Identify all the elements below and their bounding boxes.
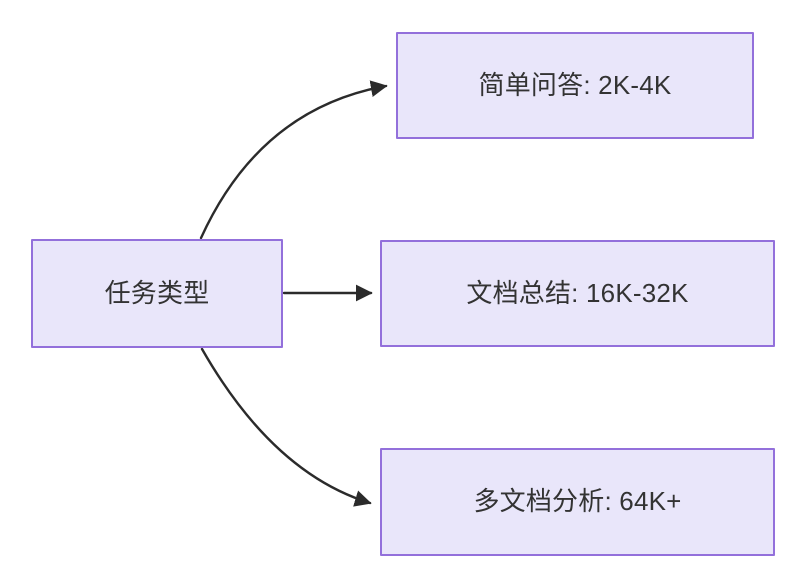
node-doc-summary-label: 文档总结: 16K-32K (466, 277, 689, 308)
edge-to-simple-qa (199, 80, 388, 240)
node-task-type[interactable]: 任务类型 (31, 239, 283, 348)
node-simple-qa[interactable]: 简单问答: 2K-4K (396, 32, 754, 139)
node-multi-doc-analysis-label: 多文档分析: 64K+ (473, 486, 682, 517)
edge-to-multi-doc (200, 347, 372, 507)
node-simple-qa-label: 简单问答: 2K-4K (478, 69, 672, 100)
node-doc-summary[interactable]: 文档总结: 16K-32K (380, 240, 775, 347)
node-task-type-label: 任务类型 (104, 277, 210, 308)
node-multi-doc-analysis[interactable]: 多文档分析: 64K+ (380, 448, 775, 556)
